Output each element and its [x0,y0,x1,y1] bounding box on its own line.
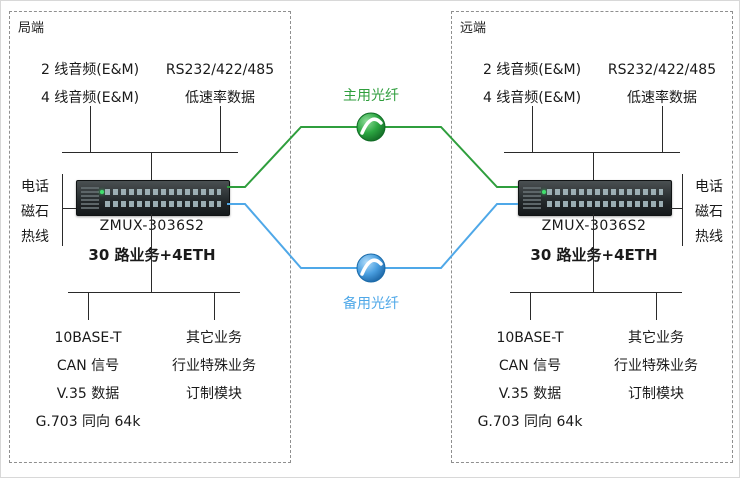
device-led [100,190,104,194]
device-model: ZMUX-3036S2 [508,218,680,234]
bottom-interface-labels-right: 其它业务 行业特殊业务 订制模块 [592,324,720,408]
interface-label: V.35 数据 [498,386,562,402]
interface-label: 其它业务 [186,330,242,346]
interface-label: 订制模块 [628,386,684,402]
interface-label: CAN 信号 [56,358,120,374]
main-fiber-label: 主用光纤 [343,88,399,104]
connector-line [68,292,240,293]
interface-label: 热线 [695,229,723,245]
connector-line [593,214,594,292]
device-capacity: 30 路业务+4ETH [88,246,216,264]
interface-label: 2 线音频(E&M) [482,62,582,78]
top-interface-labels-left: 2 线音频(E&M) 4 线音频(E&M) [466,56,598,112]
connector-line [214,292,215,320]
connector-line [151,214,152,292]
backup-fiber-label: 备用光纤 [343,296,399,312]
device-ports-row [105,201,221,207]
local-end-panel: 局端 2 线音频(E&M) 4 线音频(E&M) RS232/422/485 低… [9,11,291,463]
interface-label: 4 线音频(E&M) [40,90,140,106]
backup-fiber-icon [356,253,386,283]
device-capacity: 30 路业务+4ETH [530,246,658,264]
interface-label: 低速率数据 [185,90,255,106]
panel-title: 远端 [460,21,487,36]
interface-label: CAN 信号 [498,358,562,374]
device-led [542,190,546,194]
bottom-interface-labels-left: 10BASE-T CAN 信号 V.35 数据 G.703 同向 64k [18,324,158,436]
device-model: ZMUX-3036S2 [66,218,238,234]
connector-line [62,152,238,153]
side-interface-labels: 电话 磁石 热线 [688,175,730,250]
interface-label: 其它业务 [628,330,684,346]
device-vents [81,187,99,209]
connector-line [532,106,533,152]
top-interface-labels-left: 2 线音频(E&M) 4 线音频(E&M) [24,56,156,112]
connector-line [662,106,663,152]
connector-line [593,152,594,180]
interface-label: 磁石 [21,204,49,220]
top-interface-labels-right: RS232/422/485 低速率数据 [598,56,726,112]
connector-line [504,152,680,153]
side-interface-labels: 电话 磁石 热线 [14,175,56,250]
connector-line [62,174,63,246]
device-ports-row [547,201,663,207]
interface-label: 低速率数据 [627,90,697,106]
interface-label: G.703 同向 64k [35,414,141,430]
bottom-interface-labels-right: 其它业务 行业特殊业务 订制模块 [150,324,278,408]
panel-title: 局端 [18,21,45,36]
device-ports-row [105,189,221,195]
connector-line [510,292,682,293]
connector-line [220,106,221,152]
top-interface-labels-right: RS232/422/485 低速率数据 [156,56,284,112]
interface-label: 行业特殊业务 [614,358,698,374]
device-ports-row [547,189,663,195]
interface-label: 4 线音频(E&M) [482,90,582,106]
interface-label: 电话 [695,179,723,195]
interface-label: G.703 同向 64k [477,414,583,430]
interface-label: 磁石 [695,204,723,220]
connector-line [62,208,76,209]
connector-line [682,174,683,246]
interface-label: 订制模块 [186,386,242,402]
mux-device-image [518,180,672,216]
connector-line [656,292,657,320]
bottom-interface-labels-left: 10BASE-T CAN 信号 V.35 数据 G.703 同向 64k [460,324,600,436]
interface-label: 10BASE-T [54,330,122,346]
main-fiber-icon [356,112,386,142]
mux-device-image [76,180,230,216]
interface-label: 电话 [21,179,49,195]
remote-end-panel: 远端 2 线音频(E&M) 4 线音频(E&M) RS232/422/485 低… [451,11,733,463]
interface-label: 2 线音频(E&M) [40,62,140,78]
interface-label: RS232/422/485 [165,62,275,78]
connector-line [88,292,89,320]
interface-label: 10BASE-T [496,330,564,346]
interface-label: RS232/422/485 [607,62,717,78]
connector-line [670,208,682,209]
device-vents [523,187,541,209]
interface-label: 热线 [21,229,49,245]
connector-line [530,292,531,320]
connector-line [90,106,91,152]
connector-line [151,152,152,180]
interface-label: V.35 数据 [56,386,120,402]
interface-label: 行业特殊业务 [172,358,256,374]
